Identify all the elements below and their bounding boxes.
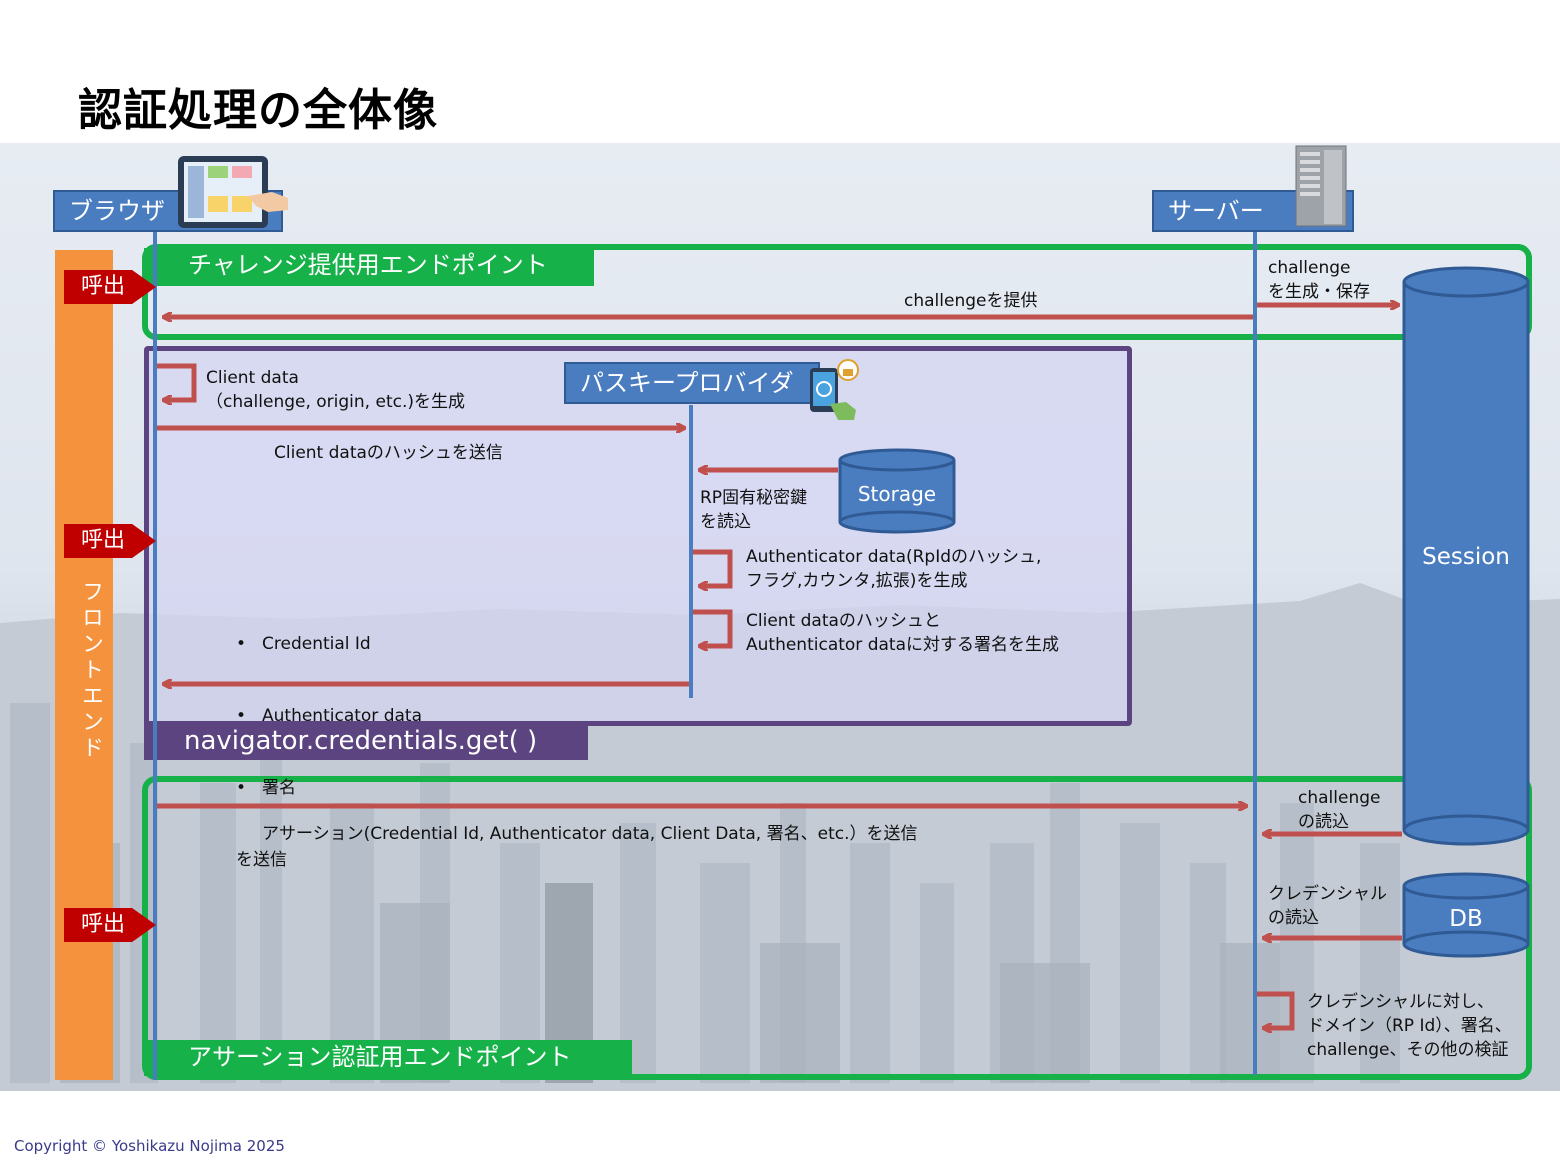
frontend-label: フロントエンド xyxy=(78,580,103,762)
assertion-endpoint-label: アサーション認証用エンドポイント xyxy=(144,1040,632,1076)
msg-read-rp-key: RP固有秘密鍵 を読込 xyxy=(700,488,808,532)
msg-challenge-generate: challenge を生成・保存 xyxy=(1268,258,1370,302)
db-label: DB xyxy=(1449,906,1483,932)
bullet-list: •Credential Id •Authenticator data •署名 を… xyxy=(236,584,422,896)
bullet-item: •Credential Id xyxy=(236,634,371,654)
session-label: Session xyxy=(1422,544,1510,570)
msg-challenge-read: challenge の読込 xyxy=(1298,788,1381,832)
storage-cylinder xyxy=(838,448,956,534)
arrow-verify-loop xyxy=(1257,991,1295,1028)
bullet-item: •署名 xyxy=(236,778,296,798)
passkey-provider-label: パスキープロバイダ xyxy=(564,362,820,404)
msg-client-data-generate: Client data （challenge, origin, etc.)を生成 xyxy=(206,368,465,412)
msg-auth-data-generate: Authenticator data(RpIdのハッシュ, フラグ,カウンタ,拡… xyxy=(746,547,1042,591)
storage-label: Storage xyxy=(857,482,937,506)
challenge-endpoint-label: チャレンジ提供用エンドポイント xyxy=(144,248,594,286)
msg-verify: クレデンシャルに対し、 ドメイン（RP Id）、署名、 challenge、その… xyxy=(1307,992,1512,1060)
tablet-icon xyxy=(178,156,288,228)
msg-send-client-hash: Client dataのハッシュを送信 xyxy=(274,443,503,463)
copyright: Copyright © Yoshikazu Nojima 2025 xyxy=(14,1137,285,1155)
msg-credential-read: クレデンシャル の読込 xyxy=(1268,884,1387,928)
bullet-send-suffix: を送信 xyxy=(236,850,287,870)
msg-sign-generate: Client dataのハッシュと Authenticator dataに対する… xyxy=(746,611,1059,655)
arrow-sign-loop xyxy=(693,609,733,646)
msg-assertion-send: アサーション(Credential Id, Authenticator data… xyxy=(262,824,918,844)
page-title: 認証処理の全体像 xyxy=(78,85,438,136)
arrow-client-data-loop xyxy=(157,363,197,400)
credentials-get-box xyxy=(144,346,1132,726)
bullet-item: •Authenticator data xyxy=(236,706,422,726)
server-icon xyxy=(1295,145,1347,227)
session-cylinder xyxy=(1402,266,1530,846)
msg-challenge-provide: challengeを提供 xyxy=(904,291,1038,311)
db-cylinder xyxy=(1402,872,1530,958)
smartphone-icon xyxy=(810,359,859,420)
arrow-auth-data-loop xyxy=(693,549,733,586)
credentials-get-label: navigator.credentials.get( ) xyxy=(144,722,588,760)
